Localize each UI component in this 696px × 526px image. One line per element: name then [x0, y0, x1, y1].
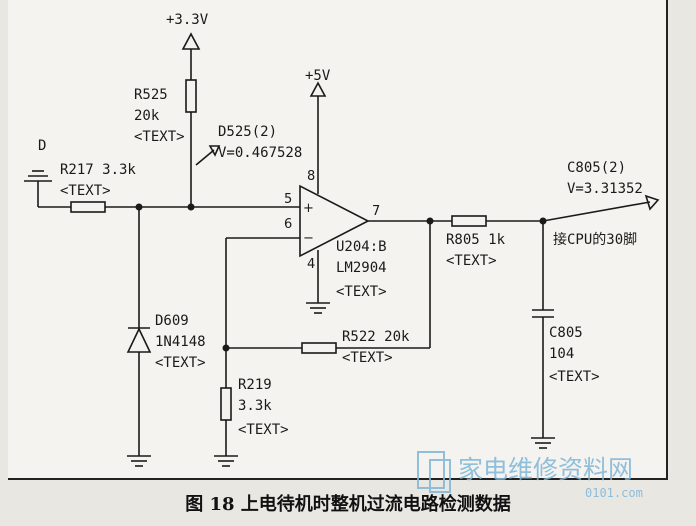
c805-value: 104	[549, 346, 574, 362]
d-label: D	[38, 138, 46, 154]
vcc5-label: +5V	[305, 68, 331, 84]
junction-dot	[222, 344, 230, 352]
junction-dot	[539, 217, 547, 225]
r219-body	[220, 387, 232, 421]
r217-text: <TEXT>	[60, 183, 111, 199]
vcc5-arrow	[309, 81, 327, 97]
vcc33-arrow	[181, 32, 201, 50]
r217-body	[70, 201, 106, 213]
u204-opamp	[299, 184, 370, 258]
cpu-pin-label: 接CPU的30脚	[553, 231, 637, 248]
pin5-label: 5	[284, 192, 292, 207]
d609-part: 1N4148	[155, 334, 206, 350]
c805-probe-voltage: V=3.31352	[567, 181, 643, 197]
r219-name: R219	[238, 377, 272, 393]
junction-dot	[187, 203, 195, 211]
pin6-label: 6	[284, 217, 292, 232]
r525-body	[185, 79, 197, 113]
u204-text: <TEXT>	[336, 284, 387, 300]
r219-value: 3.3k	[238, 398, 272, 414]
r522-label: R522 20k	[342, 329, 410, 345]
watermark-logo-icon	[417, 451, 451, 493]
d525-voltage: V=0.467528	[218, 145, 302, 161]
minus-sign: −	[303, 231, 314, 246]
c805-name: C805	[549, 325, 583, 341]
pin4-label: 4	[307, 257, 315, 272]
u204-name: U204:B	[336, 239, 387, 255]
plus-sign: +	[303, 201, 314, 216]
d609-text: <TEXT>	[155, 355, 206, 371]
schematic-sheet	[8, 0, 668, 480]
vcc33-label: +3.3V	[166, 12, 209, 28]
r805-label: R805 1k	[446, 232, 506, 248]
c805-probe-name: C805(2)	[567, 160, 626, 176]
r522-text: <TEXT>	[342, 350, 393, 366]
d609-name: D609	[155, 313, 189, 329]
r217-label: R217 3.3k	[60, 162, 136, 178]
watermark: 家电维修资料网 0101.com	[417, 451, 643, 500]
r805-text: <TEXT>	[446, 253, 497, 269]
r525-value: 20k	[134, 108, 160, 124]
c805-probe	[542, 201, 651, 222]
pin8-label: 8	[307, 169, 315, 184]
watermark-text: 家电维修资料网	[458, 455, 633, 484]
u204-part: LM2904	[336, 260, 387, 276]
d609-body	[126, 327, 152, 353]
d525-name: D525(2)	[218, 124, 277, 140]
r219-text: <TEXT>	[238, 422, 289, 438]
d525-probe	[195, 149, 215, 166]
r525-text: <TEXT>	[134, 129, 185, 145]
r805-body	[451, 215, 487, 227]
junction-dot	[426, 217, 434, 225]
junction-dot	[135, 203, 143, 211]
r525-name: R525	[134, 87, 168, 103]
figure-caption: 图 18 上电待机时整机过流电路检测数据	[185, 494, 511, 515]
watermark-url: 0101.com	[585, 486, 643, 500]
c805-text: <TEXT>	[549, 369, 600, 385]
r522-body	[301, 342, 337, 354]
pin7-label: 7	[372, 204, 380, 219]
